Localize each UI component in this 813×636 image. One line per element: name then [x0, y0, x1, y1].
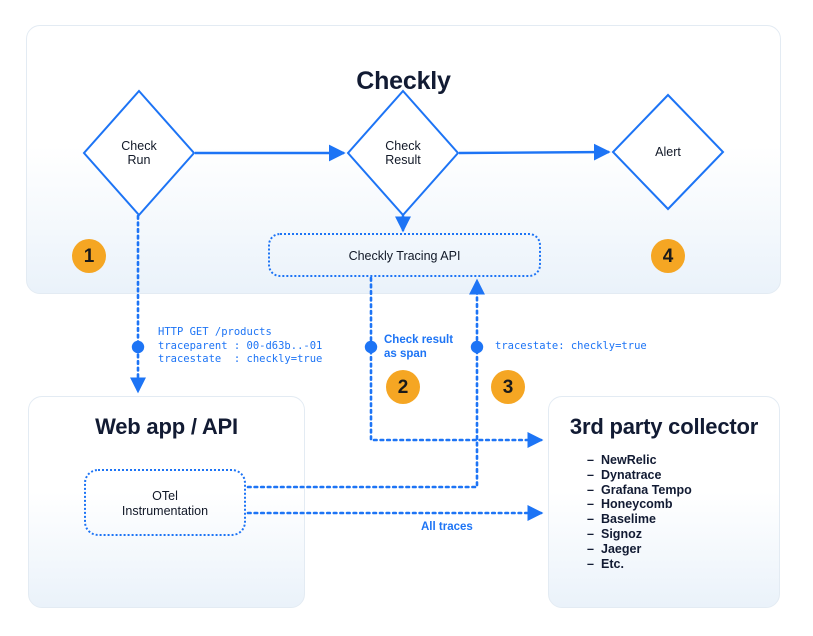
badge-step-4: 4 [651, 239, 685, 273]
collector-list: NewRelic Dynatrace Grafana Tempo Honeyco… [587, 453, 692, 571]
panel-checkly-title: Checkly [356, 67, 451, 95]
list-item: Dynatrace [587, 468, 692, 483]
connector-dot-tracestate [470, 340, 484, 354]
panel-collector-title: 3rd party collector [569, 414, 759, 439]
list-item: Grafana Tempo [587, 483, 692, 498]
badge-step-2: 2 [386, 370, 420, 404]
badge-step-1: 1 [72, 239, 106, 273]
box-checkly-tracing-api[interactable]: Checkly Tracing API [268, 233, 541, 277]
annotation-all-traces: All traces [421, 521, 473, 533]
list-item: Baselime [587, 512, 692, 527]
connector-dot-http [131, 340, 145, 354]
list-item: Signoz [587, 527, 692, 542]
box-checkly-tracing-api-label: Checkly Tracing API [348, 249, 461, 263]
connector-dot-check-result-span [364, 340, 378, 354]
panel-web-app: Web app / API [28, 396, 305, 608]
panel-third-party-collector: 3rd party collector NewRelic Dynatrace G… [548, 396, 780, 608]
panel-web-app-title: Web app / API [95, 414, 238, 439]
badge-step-3: 3 [491, 370, 525, 404]
box-otel-instrumentation-label: OTel Instrumentation [121, 489, 209, 518]
list-item: NewRelic [587, 453, 692, 468]
annotation-tracestate: tracestate: checkly=true [495, 340, 647, 352]
annotation-http-trace-headers: HTTP GET /products traceparent : 00-d63b… [158, 326, 323, 365]
annotation-check-result-as-span: Check result as span [384, 334, 454, 360]
list-item: Honeycomb [587, 497, 692, 512]
list-item: Jaeger [587, 542, 692, 557]
list-item: Etc. [587, 557, 692, 572]
box-otel-instrumentation[interactable]: OTel Instrumentation [84, 469, 246, 536]
